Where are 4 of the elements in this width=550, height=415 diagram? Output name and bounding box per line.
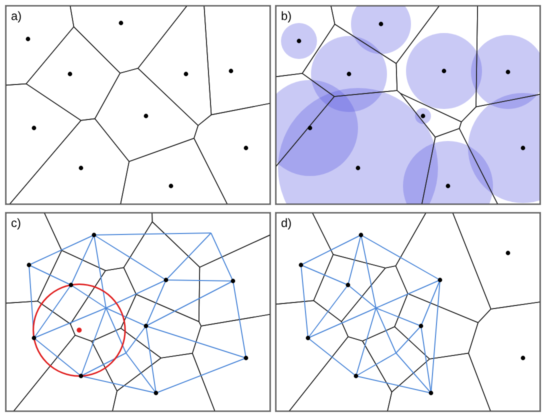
panel-label: c) <box>11 216 21 230</box>
panel-label: d) <box>281 216 292 230</box>
panel-label: b) <box>281 9 292 23</box>
panel-label: a) <box>11 9 22 23</box>
